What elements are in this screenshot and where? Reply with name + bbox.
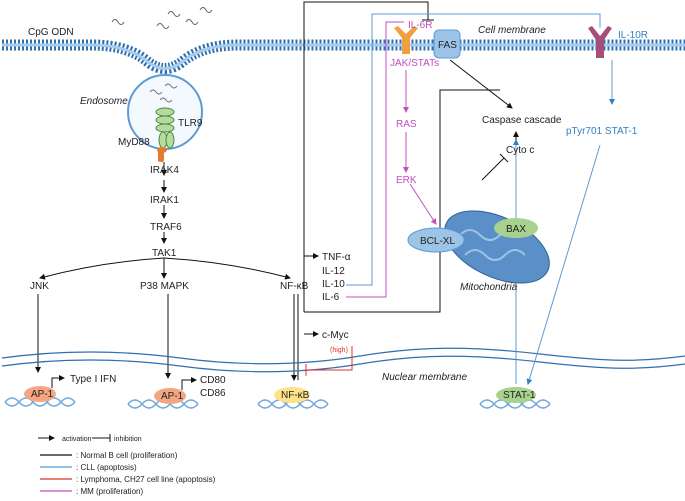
bcl-xl-node bbox=[407, 227, 465, 253]
caspase-cascade-label: Caspase cascade bbox=[482, 115, 562, 126]
ap1-mid-label: AP-1 bbox=[161, 391, 184, 402]
il10r-receptor-icon bbox=[588, 26, 612, 58]
il6-output-label: IL-6 bbox=[322, 292, 340, 303]
cmyc-high-label: (high) bbox=[330, 347, 348, 354]
cd80-label: CD80 bbox=[200, 375, 226, 386]
nfkb-cytoplasm-label: NF-κB bbox=[280, 281, 309, 292]
cmyc-label: c-Myc bbox=[322, 330, 349, 341]
bax-label: BAX bbox=[506, 224, 526, 235]
il12-label: IL-12 bbox=[322, 266, 345, 277]
ap1-left-label: AP-1 bbox=[31, 389, 54, 400]
legend-item-label-0: : Normal B cell (proliferation) bbox=[76, 451, 178, 460]
stat1-label: STAT-1 bbox=[503, 390, 536, 401]
irak1-label: IRAK1 bbox=[150, 195, 179, 206]
il6r-label: IL-6R bbox=[408, 20, 432, 31]
nuclear-membrane-label: Nuclear membrane bbox=[382, 372, 467, 383]
tak1-label: TAK1 bbox=[152, 248, 177, 259]
cd86-label: CD86 bbox=[200, 388, 226, 399]
mitochondria-label: Mitochondria bbox=[460, 282, 518, 293]
cell-membrane-label: Cell membrane bbox=[478, 25, 546, 36]
cpg-odn-icon bbox=[111, 7, 213, 29]
myd88-label: MyD88 bbox=[118, 137, 150, 148]
cpg-odn-label: CpG ODN bbox=[28, 27, 74, 38]
legend-activation-label: activation bbox=[62, 436, 92, 443]
tlr9-label: TLR9 bbox=[178, 118, 203, 129]
irak4-label: IRAK4 bbox=[150, 165, 179, 176]
cyto-c-label: Cyto c bbox=[506, 145, 534, 156]
nfkb-nucleus-node bbox=[274, 387, 310, 403]
legend-inhibition-label: inhibition bbox=[114, 436, 142, 443]
bax-node bbox=[494, 218, 538, 238]
il10r-label: IL-10R bbox=[618, 30, 648, 41]
fas-receptor bbox=[433, 29, 461, 59]
p38-label: P38 MAPK bbox=[140, 281, 189, 292]
ras-label: RAS bbox=[396, 119, 417, 130]
legend-item-label-1: : CLL (apoptosis) bbox=[76, 463, 137, 472]
legend-item-label-3: : MM (proliferation) bbox=[76, 487, 143, 496]
fas-label: FAS bbox=[438, 40, 457, 51]
pstat1-label: pTyr701 STAT-1 bbox=[566, 126, 638, 137]
il6r-receptor-icon bbox=[394, 26, 418, 54]
legend-item-label-2: : Lymphoma, CH27 cell line (apoptosis) bbox=[76, 475, 216, 484]
type1-ifn-label: Type Ⅰ IFN bbox=[70, 374, 116, 385]
legend: activation inhibition : Normal B cell (p… bbox=[38, 434, 216, 496]
tlr9-receptor bbox=[155, 107, 175, 149]
jak-stats-label: JAK/STATs bbox=[390, 58, 439, 69]
stat1-node bbox=[496, 387, 536, 403]
ap1-left-node bbox=[24, 386, 56, 402]
tnfa-label: TNF-α bbox=[322, 252, 351, 263]
endosome-label: Endosome bbox=[80, 96, 128, 107]
il10-label: IL-10 bbox=[322, 279, 345, 290]
nfkb-nucleus-label: NF-κB bbox=[281, 390, 310, 401]
nuclear-membrane bbox=[1, 347, 685, 373]
jnk-label: JNK bbox=[30, 281, 49, 292]
myd88-adaptor bbox=[157, 147, 167, 162]
bcl-xl-label: BCL-XL bbox=[420, 236, 455, 247]
traf6-label: TRAF6 bbox=[150, 222, 182, 233]
cell-membrane bbox=[2, 39, 685, 74]
endosome-cpg-icon bbox=[149, 83, 178, 103]
ap1-mid-node bbox=[154, 388, 186, 404]
erk-label: ERK bbox=[396, 175, 417, 186]
